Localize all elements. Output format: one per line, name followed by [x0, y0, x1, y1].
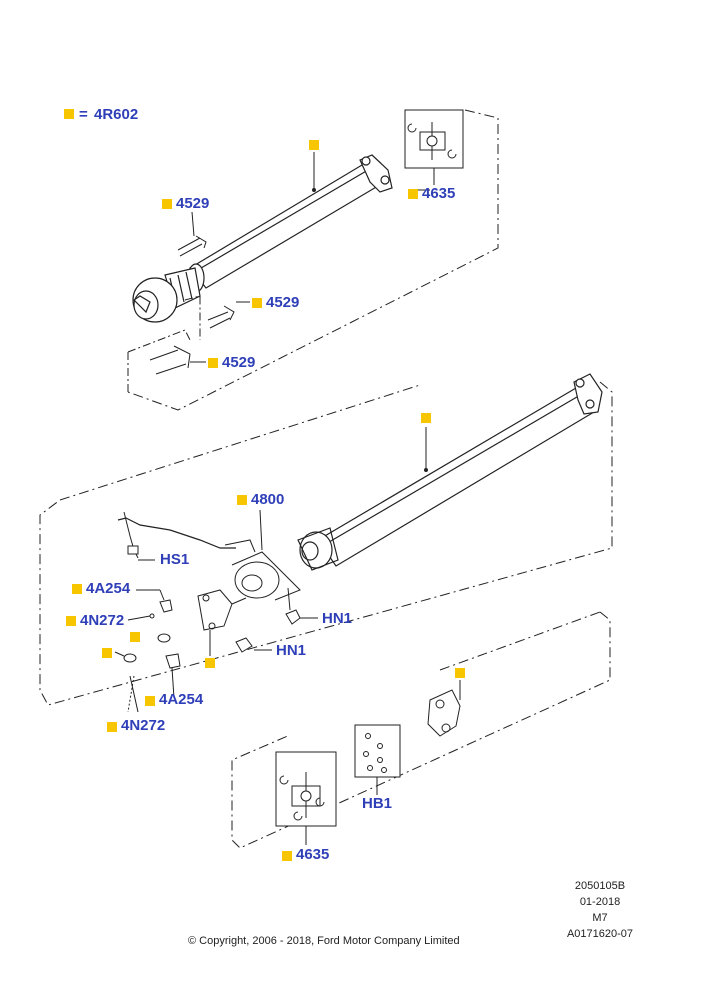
footer-code: 2050105B: [574, 880, 626, 892]
callout-4a254-a: 4A254: [86, 580, 131, 597]
bracket-4a254-b: [165, 653, 181, 669]
u-joint-bottom: [279, 772, 325, 821]
marker-4529-a: [162, 199, 172, 209]
marker-4n272-b: [107, 722, 117, 732]
marker-4n272-a: [66, 616, 76, 626]
nut-hn1-b: [235, 637, 253, 653]
middle-group-outline: [39, 381, 613, 706]
marker-upper-shaft: [309, 140, 319, 150]
marker-4a254-a: [72, 584, 82, 594]
callout-4529-a: 4529: [176, 195, 210, 212]
callout-hn1-a: HN1: [322, 610, 353, 627]
marker-4635-bottom: [282, 851, 292, 861]
callout-4800: 4800: [251, 491, 285, 508]
marker-4529-b: [252, 298, 262, 308]
center-bearing-4800: [224, 539, 301, 601]
washer-a: [157, 633, 171, 643]
bolts-hb1: [363, 733, 387, 773]
marker-slip-yoke: [455, 668, 465, 678]
callout-hs1: HS1: [160, 551, 190, 568]
slip-yoke: [427, 689, 461, 737]
bolt-group-4529-b: [207, 301, 250, 329]
legend-equals: =: [79, 106, 88, 123]
marker-washer: [130, 632, 140, 642]
upper-group-outline: [127, 109, 499, 411]
footer-copyright: © Copyright, 2006 - 2018, Ford Motor Com…: [188, 935, 460, 947]
callout-4a254-b: 4A254: [159, 691, 204, 708]
main-driveshaft: [297, 373, 603, 571]
u-joint-box-top: [404, 109, 464, 169]
bolt-group-4529-a: [177, 235, 207, 257]
footer-model: M7: [592, 912, 608, 924]
callout-4529-c: 4529: [222, 354, 256, 371]
lower-group-outline: [231, 611, 611, 849]
bolt-group-4529-c: [149, 345, 206, 375]
callout-hb1: HB1: [362, 795, 393, 812]
washer-b: [123, 653, 137, 663]
footer-ref: A0171620-07: [566, 928, 634, 940]
callout-4n272-b: 4N272: [121, 717, 166, 734]
u-joint-top: [407, 122, 457, 160]
nut-hn1-a: [285, 609, 301, 625]
marker-4a254-b: [145, 696, 155, 706]
bracket-4a254-a: [159, 599, 173, 613]
callout-4n272-a: 4N272: [80, 612, 125, 629]
callout-4529-b: 4529: [266, 294, 300, 311]
marker-washer-b: [102, 648, 112, 658]
marker-4635-top: [408, 189, 418, 199]
footer-date: 01-2018: [579, 896, 621, 908]
callout-4635-top: 4635: [422, 185, 456, 202]
upper-driveshaft: [132, 154, 393, 323]
callout-4635-bottom: 4635: [296, 846, 330, 863]
marker-main-shaft: [421, 413, 431, 423]
marker-flange-yoke: [205, 658, 215, 668]
flange-yoke: [197, 589, 247, 631]
marker-4800: [237, 495, 247, 505]
sensor-harness: [117, 517, 236, 549]
legend-marker: [64, 109, 74, 119]
bolt-box-hb1: [354, 724, 401, 778]
legend-part-number: 4R602: [94, 106, 139, 123]
callout-hn1-b: HN1: [276, 642, 307, 659]
marker-4529-c: [208, 358, 218, 368]
